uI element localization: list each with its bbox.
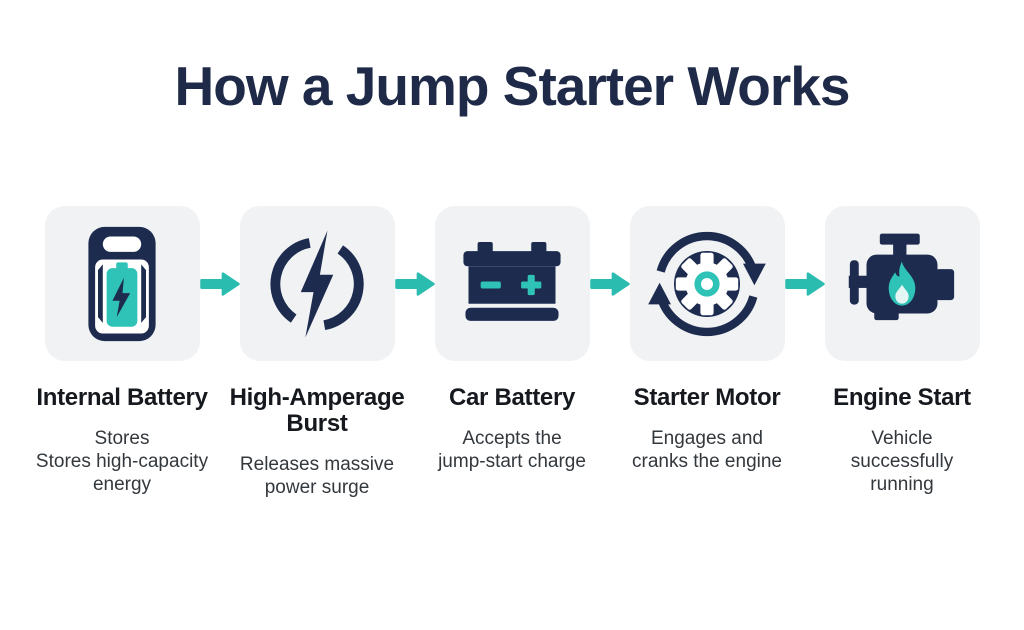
step-engine-start: Engine Start Vehicle successfully runnin… [824,206,980,496]
step-card [434,206,590,361]
step-card [629,206,785,361]
flow-arrow [784,206,825,361]
flow-arrow-icon [199,271,240,296]
flow-arrow-icon [784,271,825,296]
page-title: How a Jump Starter Works [174,55,851,117]
step-card [824,206,980,361]
lightning-bolt-icon [270,230,364,337]
flow-arrow-icon [394,271,435,296]
step-card [239,206,395,361]
starter-motor-icon [648,231,766,336]
step-heading: Internal Battery [36,384,208,411]
step-description: Releases massive power surge [239,454,395,498]
step-heading: Engine Start [833,384,971,411]
step-heading: Starter Motor [633,384,781,411]
step-heading: High-Amperage Burst [229,384,405,437]
step-heading: Car Battery [448,384,576,411]
process-flow: Internal Battery Stores Stores high-capa… [0,206,1024,499]
flow-arrow [394,206,435,361]
step-starter-motor: Starter Motor Engages and cranks the eng… [629,206,785,473]
step-description: Stores Stores high-capacity energy [35,428,209,495]
engine-icon [848,233,955,321]
jump-starter-icon [88,226,156,341]
flow-arrow [199,206,240,361]
jump-starter-infographic: { "title": "How a Jump Starter Works", "… [0,54,1024,630]
step-car-battery: Car Battery Accepts the jump-start charg… [434,206,590,473]
flow-arrow [589,206,630,361]
step-description: Engages and cranks the engine [632,428,782,472]
step-internal-battery: Internal Battery Stores Stores high-capa… [36,206,208,496]
step-card [44,206,200,361]
car-battery-icon [463,241,561,321]
step-description: Vehicle successfully running [850,428,954,495]
step-high-amperage-burst: High-Amperage Burst Releases massive pow… [230,206,405,499]
flow-arrow-icon [589,271,630,296]
step-description: Accepts the jump-start charge [438,428,586,472]
